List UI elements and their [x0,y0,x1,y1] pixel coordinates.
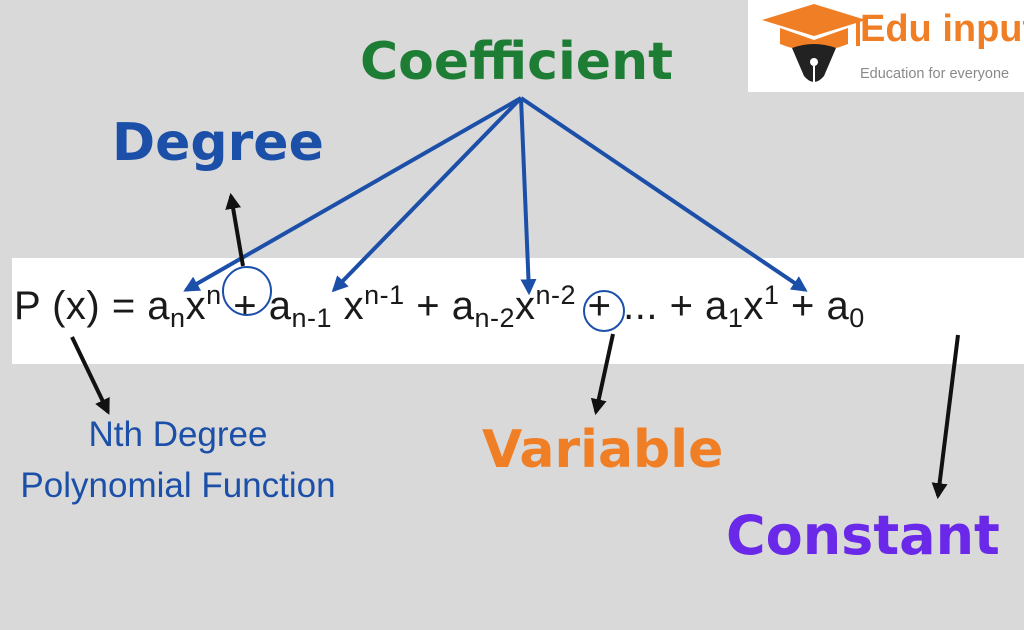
logo-tagline: Education for everyone [860,66,1010,82]
coefficient-label: Coefficient [360,32,673,92]
equation-subscript: 0 [849,303,865,333]
equation-superscript: 1 [763,280,780,310]
coefficient-arrow-a1 [519,96,808,292]
variable-arrow [590,333,615,416]
function-arrow [70,336,110,415]
polynomial-equation: P (x) = anxn + an-1 xn-1 + an-2xn-2 + ..… [14,282,865,332]
degree-label: Degree [112,113,324,173]
graduation-cap-pen-icon [762,4,866,84]
equation-subscript: n-2 [474,303,516,333]
constant-arrow [931,334,960,500]
equation-subscript: n [170,303,186,333]
variable-circle [583,290,625,332]
equation-term: x [185,284,207,328]
equation-term: P (x) = a [14,284,171,328]
variable-label: Variable [482,420,724,480]
equation-superscript: n-2 [535,280,577,310]
degree-exponent-circle [222,266,272,316]
coefficient-arrow-an-1 [331,96,523,293]
coefficient-arrow-an [183,96,522,292]
nth-degree-label: Nth Degree Polynomial Function [0,409,356,511]
equation-term: + a [221,284,292,328]
equation-superscript: n [206,280,222,310]
logo-name: Edu input [860,8,1024,50]
equation-subscript: 1 [727,303,744,333]
edu-input-logo: Edu input Education for everyone [748,0,1024,92]
equation-subscript: n-1 [291,303,332,333]
equation-superscript: n-1 [364,280,405,310]
equation-term: + a [404,284,475,328]
nth-degree-line2: Polynomial Function [20,466,336,505]
coefficient-arrow-an-2 [519,97,537,296]
constant-label: Constant [726,504,1000,567]
degree-arrow [225,192,245,267]
equation-term: x [331,284,365,328]
nth-degree-line1: Nth Degree [88,415,268,454]
equation-panel [12,258,1024,364]
equation-term: x [743,284,764,328]
